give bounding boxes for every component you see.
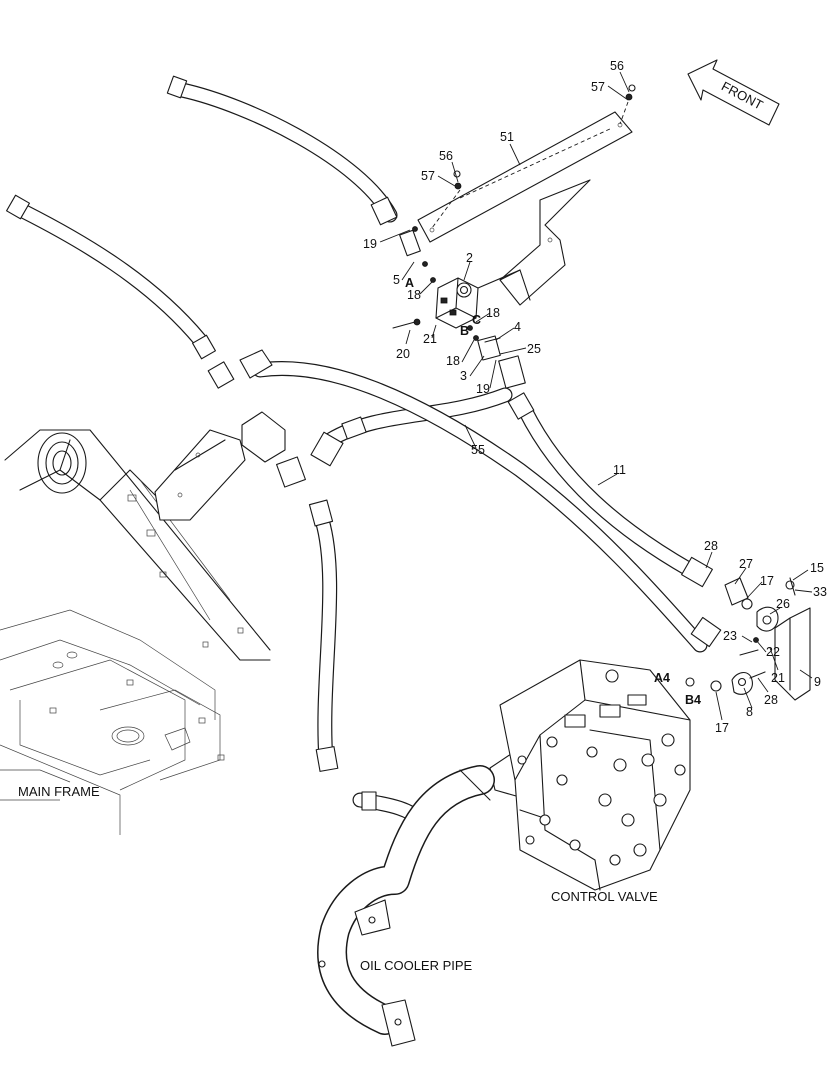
front-direction-arrow-icon: FRONT — [687, 59, 780, 126]
callout-5: 5 — [393, 273, 400, 287]
callout-17-upper: 17 — [760, 574, 774, 588]
hose-fittings — [6, 75, 722, 772]
callout-27: 27 — [739, 557, 753, 571]
callout-25: 25 — [527, 342, 541, 356]
bracket-51 — [417, 101, 633, 306]
callout-23: 23 — [723, 629, 737, 643]
port-label-b4: B4 — [685, 693, 701, 707]
callout-18-c: 18 — [486, 306, 500, 320]
callout-57-top: 57 — [591, 80, 605, 94]
caption-main-frame: MAIN FRAME — [18, 784, 100, 799]
callout-22: 22 — [766, 645, 780, 659]
port-label-a4: A4 — [654, 671, 670, 685]
right-fittings — [685, 577, 811, 701]
callout-33: 33 — [813, 585, 827, 599]
callout-56-top: 56 — [610, 59, 624, 73]
callout-55: 55 — [471, 443, 485, 457]
port-label-c: C — [472, 313, 481, 327]
callout-20: 20 — [396, 347, 410, 361]
captions: MAIN FRAME CONTROL VALVE OIL COOLER PIPE — [18, 784, 658, 973]
port-label-b: B — [460, 324, 469, 338]
valve-block-2 — [392, 84, 636, 361]
callout-8: 8 — [746, 705, 753, 719]
callout-28-lower: 28 — [764, 693, 778, 707]
callout-15: 15 — [810, 561, 824, 575]
callout-21-right: 21 — [771, 671, 785, 685]
frame-mount-bracket — [154, 411, 286, 521]
hoses — [17, 82, 708, 768]
caption-oil-cooler-pipe: OIL COOLER PIPE — [360, 958, 473, 973]
callout-56: 56 — [439, 149, 453, 163]
callout-4: 4 — [514, 320, 521, 334]
port-label-a: A — [405, 276, 414, 290]
callout-57: 57 — [421, 169, 435, 183]
callout-leaders — [379, 71, 813, 721]
callout-26: 26 — [776, 597, 790, 611]
callout-19-upper: 19 — [363, 237, 377, 251]
callout-17-lower: 17 — [715, 721, 729, 735]
caption-control-valve: CONTROL VALVE — [551, 889, 658, 904]
callout-18-a: 18 — [407, 288, 421, 302]
callout-28-upper: 28 — [704, 539, 718, 553]
main-frame-drawing — [0, 429, 271, 835]
callout-11: 11 — [613, 463, 626, 477]
control-valve-drawing — [499, 659, 691, 891]
part-callouts: 56 57 51 56 57 19 5 2 18 20 21 18 18 4 3… — [363, 59, 827, 735]
callout-3: 3 — [460, 369, 467, 383]
port-labels: A B C A4 B4 — [405, 276, 701, 707]
callout-51: 51 — [500, 130, 514, 144]
callout-2: 2 — [466, 251, 473, 265]
callout-18-b: 18 — [446, 354, 460, 368]
callout-9: 9 — [814, 675, 821, 689]
callout-19-lower: 19 — [476, 382, 490, 396]
callout-21-valve: 21 — [423, 332, 437, 346]
